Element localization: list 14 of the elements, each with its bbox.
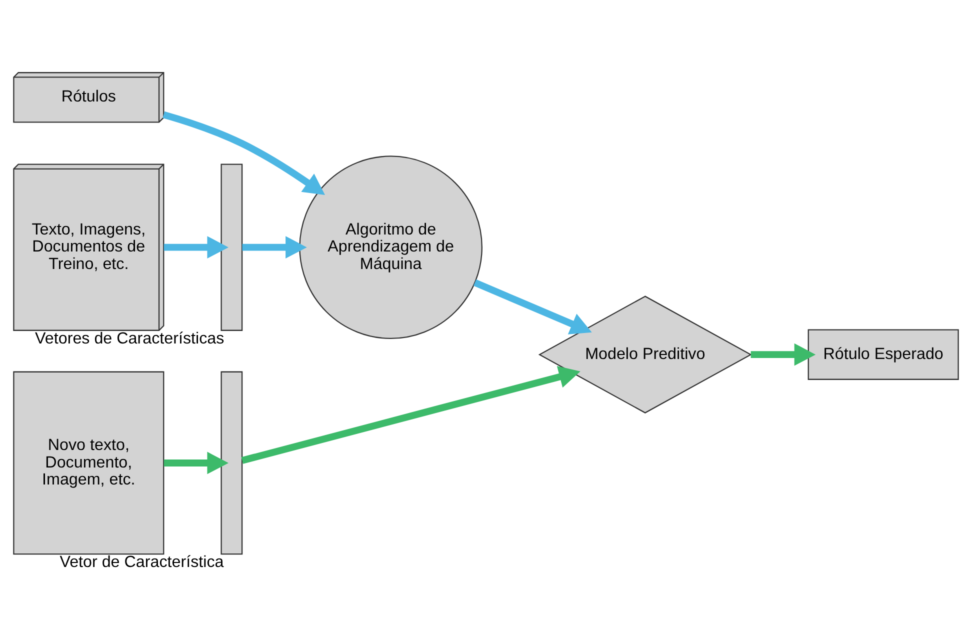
node-box: Rótulo Esperado <box>807 329 958 380</box>
arrow <box>162 111 325 196</box>
arrow <box>163 236 228 258</box>
node-diamond: Modelo Preditivo <box>538 296 752 414</box>
arrow <box>472 279 592 334</box>
node-label: Vetores de Características <box>34 329 224 348</box>
node-label: Vetor de Característica <box>59 553 224 572</box>
node-bar <box>220 371 242 555</box>
arrow <box>240 366 580 464</box>
arrow <box>163 452 228 474</box>
node-bar <box>220 164 242 331</box>
node-box: Novo texto, Documento, Imagem, etc. <box>12 371 164 555</box>
arrow <box>750 343 816 366</box>
arrow <box>242 236 306 258</box>
